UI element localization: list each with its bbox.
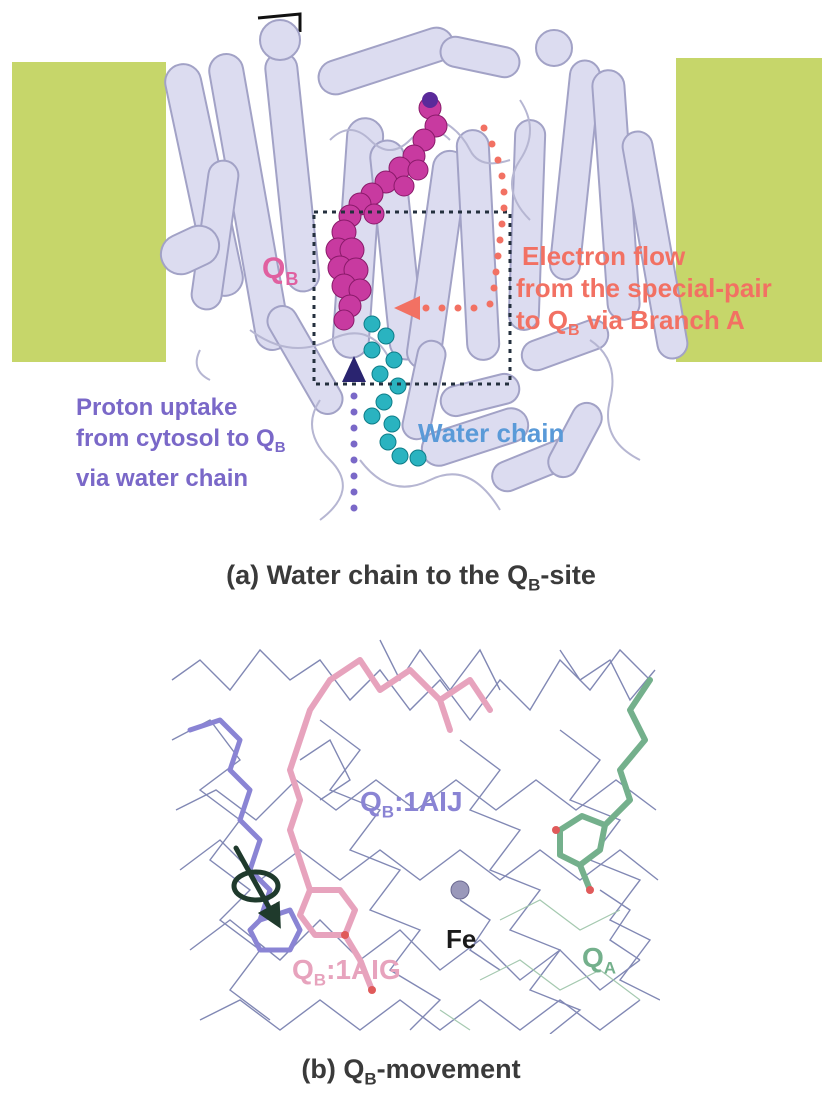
label-qb-1aig-a: Q bbox=[292, 954, 314, 985]
caption-a-sub: B bbox=[528, 575, 540, 594]
label-qa-sub: A bbox=[604, 959, 616, 978]
caption-b: (b) QB-movement bbox=[0, 1054, 822, 1089]
caption-b-post: -movement bbox=[377, 1054, 521, 1084]
quinone-head bbox=[422, 92, 438, 108]
proton-uptake-path bbox=[342, 356, 366, 512]
qb-1aij-sticks bbox=[190, 720, 300, 950]
panel-b bbox=[0, 620, 822, 1080]
caption-b-pre: (b) Q bbox=[301, 1054, 364, 1084]
electron-flow-line3-a: to Q bbox=[516, 305, 568, 335]
proton-uptake-line2-sub: B bbox=[275, 439, 286, 456]
caption-b-sub: B bbox=[364, 1069, 376, 1088]
label-qb-1aij-a: Q bbox=[360, 786, 382, 817]
label-qa-a: Q bbox=[582, 942, 604, 973]
label-qb-a: QB bbox=[262, 252, 298, 290]
electron-flow-line3-sub: B bbox=[568, 322, 580, 339]
fe-atom bbox=[451, 881, 469, 899]
caption-a-pre: (a) Water chain to the Q bbox=[226, 560, 528, 590]
proton-uptake-line2: from cytosol to QB bbox=[76, 423, 286, 463]
caption-a-post: -site bbox=[540, 560, 596, 590]
electron-flow-line1: Electron flow bbox=[516, 240, 772, 272]
proton-uptake-line1: Proton uptake bbox=[76, 392, 286, 423]
label-qb-1aij-b: :1AIJ bbox=[394, 786, 462, 817]
label-qb-1aij-sub: B bbox=[382, 803, 394, 822]
label-water-chain: Water chain bbox=[418, 418, 564, 449]
proton-uptake-line2-a: from cytosol to Q bbox=[76, 425, 275, 452]
electron-flow-line2: from the special-pair bbox=[516, 272, 772, 304]
label-qa: QA bbox=[582, 942, 616, 979]
proton-arrowhead bbox=[342, 356, 366, 382]
electron-flow-line3-b: via Branch A bbox=[580, 305, 745, 335]
label-qb-a-main: Q bbox=[262, 252, 285, 285]
label-fe: Fe bbox=[446, 924, 476, 955]
membrane-left bbox=[12, 62, 166, 362]
label-qb-1aig-sub: B bbox=[314, 971, 326, 990]
label-qb-1aij: QB:1AIJ bbox=[360, 786, 463, 823]
label-qb-1aig: QB:1AIG bbox=[292, 954, 401, 991]
label-proton-uptake: Proton uptake from cytosol to QB via wat… bbox=[76, 392, 286, 494]
label-electron-flow: Electron flow from the special-pair to Q… bbox=[516, 240, 772, 347]
label-qb-1aig-b: :1AIG bbox=[326, 954, 401, 985]
qa-sticks bbox=[560, 680, 650, 890]
electron-flow-line3: to QB via Branch A bbox=[516, 304, 772, 347]
label-qb-a-sub: B bbox=[285, 269, 298, 289]
proton-uptake-line3: via water chain bbox=[76, 463, 286, 494]
caption-a: (a) Water chain to the QB-site bbox=[0, 560, 822, 595]
